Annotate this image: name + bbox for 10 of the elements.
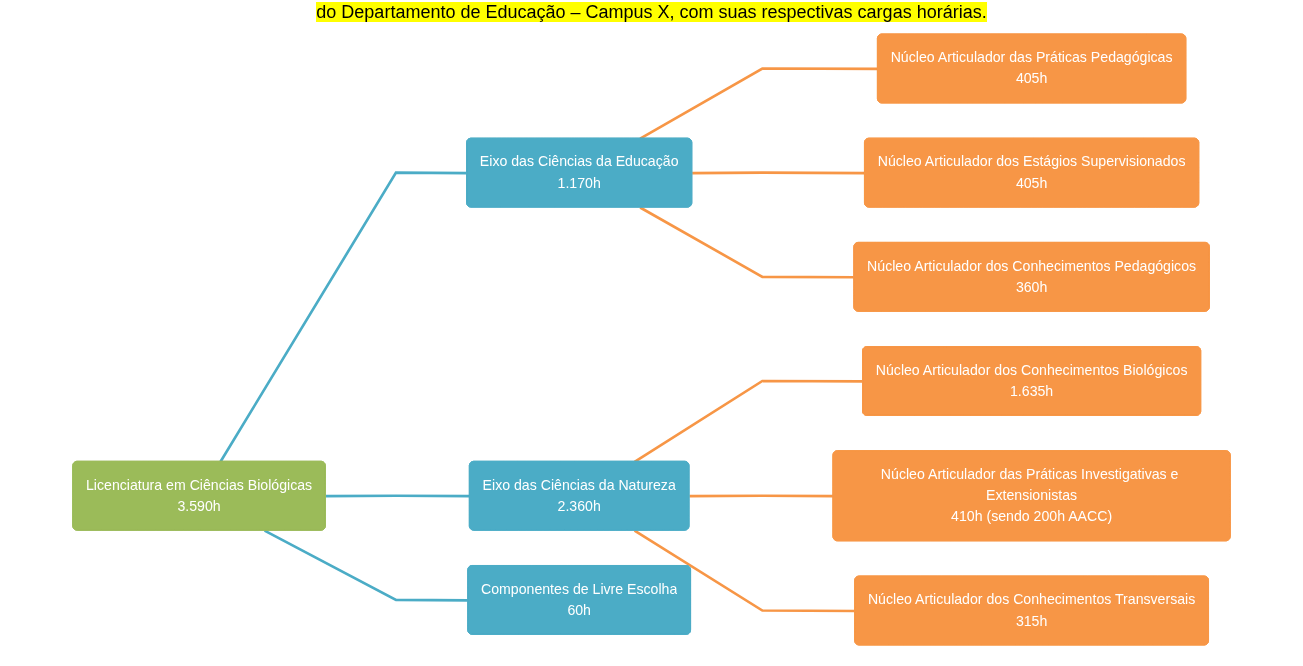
connector xyxy=(639,206,855,279)
connector xyxy=(633,529,856,613)
caption: do Departamento de Educação – Campus X, com suas respectivas cargas horárias. xyxy=(316,2,987,22)
connector xyxy=(639,67,878,140)
connector xyxy=(692,171,865,175)
connector xyxy=(633,379,863,463)
connector xyxy=(263,529,469,602)
connector xyxy=(689,494,834,498)
connector xyxy=(219,171,468,463)
connector xyxy=(325,494,470,498)
